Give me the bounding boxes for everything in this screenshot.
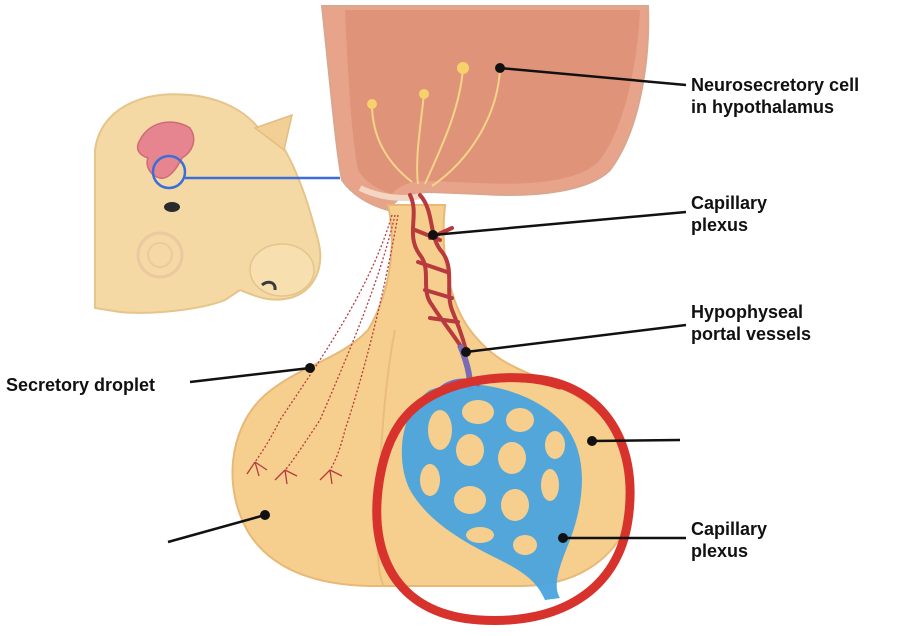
pig-head-illustration	[94, 93, 340, 314]
nerve-endings	[246, 461, 343, 485]
leader-unlabeled-left	[167, 513, 266, 544]
label-capillary-plexus-top: Capillary plexus	[691, 192, 767, 236]
label-capillary-bottom-line2: plexus	[691, 541, 749, 561]
leader-dots	[260, 63, 597, 543]
label-secretory-droplet: Secretory droplet	[6, 375, 156, 395]
annotation-circle	[372, 373, 635, 625]
neuron-axons	[371, 67, 501, 187]
nerve-fibers	[254, 214, 399, 471]
hypothalamus	[320, 5, 650, 212]
label-portal-line1: Hypophyseal	[691, 302, 804, 322]
label-capillary-bottom-line1: Capillary	[691, 519, 768, 539]
brain-highlight-circle	[151, 154, 187, 190]
label-capillary-plexus-bottom: Capillary plexus	[691, 518, 767, 562]
label-neurosecretory-line1: Neurosecretory cell	[691, 75, 860, 95]
upper-capillary-plexus	[408, 193, 468, 352]
hypothalamus-rim	[358, 185, 421, 201]
pig-eye	[164, 202, 180, 212]
leader-unlabeled-right	[591, 438, 681, 443]
label-neurosecretory-line2: in hypothalamus	[691, 97, 835, 117]
pig-brain	[136, 121, 195, 179]
pig-nostril	[261, 280, 277, 291]
label-capillary-top-line1: Capillary	[691, 193, 768, 213]
leader-neurosecretory	[499, 66, 687, 87]
pig-cheek	[136, 231, 184, 279]
pig-snout	[249, 243, 315, 297]
label-hypophyseal-portal-vessels: Hypophyseal portal vessels	[691, 301, 811, 345]
leader-secretory-droplet	[189, 366, 311, 384]
leader-lines	[167, 66, 687, 544]
lower-capillary-plexus	[401, 378, 582, 600]
leader-portal	[465, 323, 687, 354]
label-portal-line2: portal vessels	[691, 324, 812, 344]
pig-ear	[253, 113, 294, 152]
label-neurosecretory-cell: Neurosecretory cell in hypothalamus	[691, 74, 859, 118]
leader-capillary-top	[432, 210, 687, 237]
pig-cheek-inner	[147, 242, 173, 268]
label-capillary-top-line2: plexus	[691, 215, 749, 235]
capillary-gaps	[420, 400, 565, 555]
